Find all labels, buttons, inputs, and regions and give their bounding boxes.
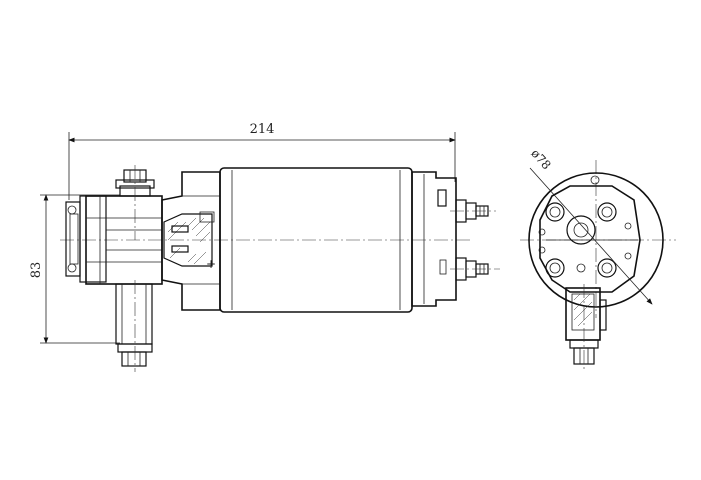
motor-outline-circle: [528, 172, 664, 308]
pump-flange: [539, 185, 641, 293]
coupling-housing: +: [161, 171, 221, 311]
top-port-fitting: [115, 165, 155, 240]
terminal-stud-upper: [450, 199, 496, 223]
diameter-label: ø78: [528, 146, 553, 172]
terminal-plus-mark: +: [206, 257, 216, 271]
dimension-83: 83: [29, 194, 120, 344]
side-view: +: [60, 165, 500, 372]
dimension-length-label: 214: [250, 122, 275, 137]
end-view-port-fitting: [565, 284, 607, 370]
rear-end-cap: [411, 171, 457, 307]
bottom-port-fitting: [115, 280, 153, 372]
flange-bolts: [545, 202, 617, 278]
terminal-stud-lower: [450, 257, 500, 281]
section-hatching: [167, 217, 211, 265]
dimension-height-label: 83: [29, 262, 44, 279]
end-view: ø78: [520, 146, 676, 370]
diameter-dimension: ø78: [528, 146, 653, 305]
dimension-214: 214: [68, 122, 456, 200]
